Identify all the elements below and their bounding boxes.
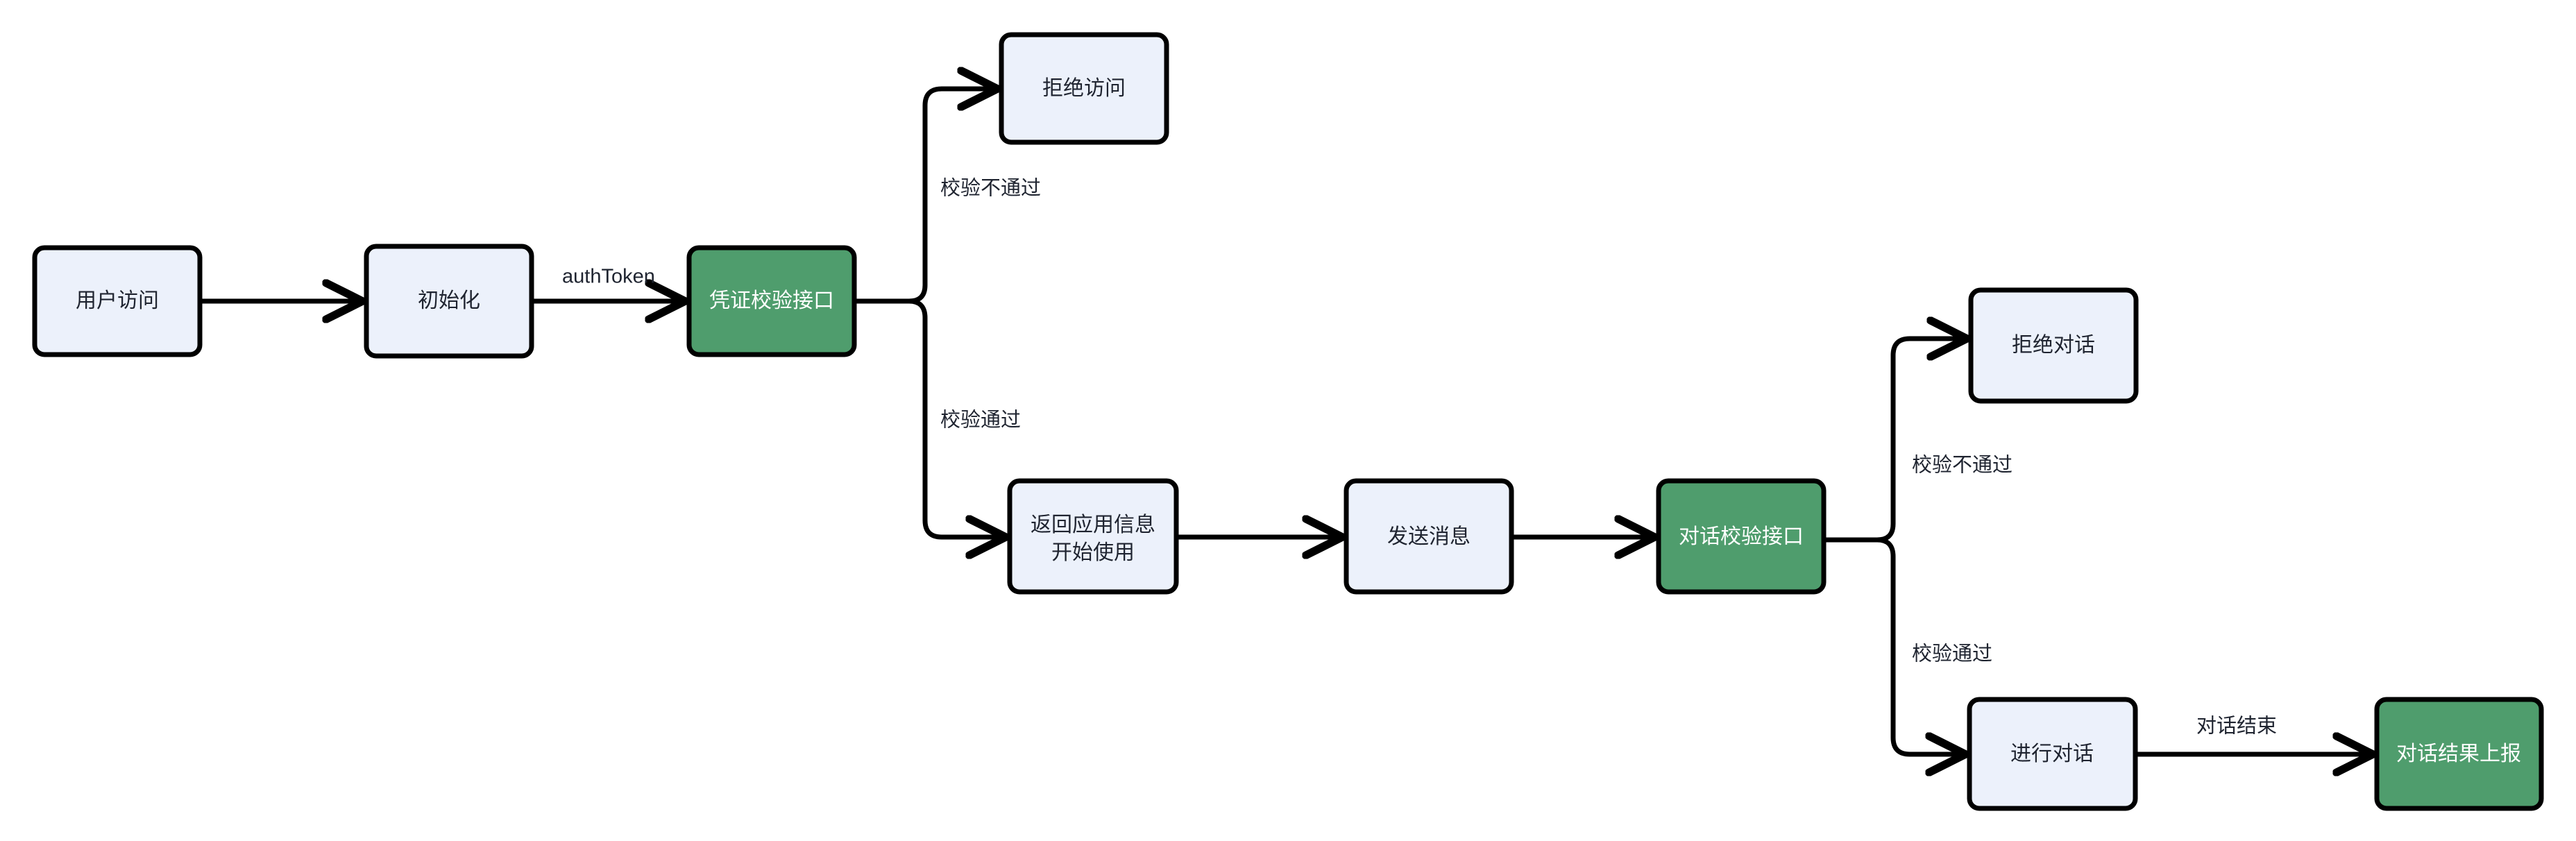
node-deny-access-label: 拒绝访问 xyxy=(1042,77,1126,100)
nodes-layer: 用户访问 初始化 凭证校验接口 拒绝访问 返回应用信息 开始使用 xyxy=(32,32,2544,811)
node-credential-validation-api-label: 凭证校验接口 xyxy=(709,289,834,312)
edge-label-auth-token: authToken xyxy=(562,266,655,288)
node-deny-access[interactable]: 拒绝访问 xyxy=(999,32,1169,145)
edge-junction2-to-do-dialog xyxy=(1876,537,1962,754)
node-user-access-label: 用户访问 xyxy=(76,289,159,312)
node-report-dialogue-result-shape[interactable] xyxy=(2374,697,2544,811)
node-return-app-info-label-line2: 开始使用 xyxy=(1051,541,1135,564)
node-return-app-info-label-line1: 返回应用信息 xyxy=(1031,513,1155,536)
node-return-app-info[interactable]: 返回应用信息 开始使用 xyxy=(1007,478,1179,595)
node-init-label: 初始化 xyxy=(418,289,480,312)
node-send-message-shape[interactable] xyxy=(1344,478,1514,595)
edge-label-dialogue-failed: 校验不通过 xyxy=(1912,454,2012,477)
node-user-access-shape[interactable] xyxy=(32,245,203,357)
node-reject-dialogue-label: 拒绝对话 xyxy=(2012,334,2095,357)
node-send-message[interactable]: 发送消息 xyxy=(1344,478,1514,595)
node-conduct-dialogue[interactable]: 进行对话 xyxy=(1967,697,2138,811)
node-user-access[interactable]: 用户访问 xyxy=(32,245,203,357)
node-dialogue-validation-api-shape[interactable] xyxy=(1656,478,1827,595)
edge-junction-to-return-info xyxy=(908,298,1002,537)
node-send-message-label: 发送消息 xyxy=(1387,525,1471,548)
node-reject-dialogue[interactable]: 拒绝对话 xyxy=(1968,287,2139,404)
node-deny-access-shape[interactable] xyxy=(999,32,1169,145)
node-report-dialogue-result[interactable]: 对话结果上报 xyxy=(2374,697,2544,811)
edge-labels-layer: authToken 校验不通过 校验通过 校验不通过 校验通过 对话结束 xyxy=(562,177,2277,738)
node-report-dialogue-result-label: 对话结果上报 xyxy=(2396,742,2521,765)
node-conduct-dialogue-shape[interactable] xyxy=(1967,697,2138,811)
node-reject-dialogue-shape[interactable] xyxy=(1968,287,2139,404)
edge-junction2-to-reject-dialog xyxy=(1876,339,1963,543)
node-init[interactable]: 初始化 xyxy=(364,244,534,359)
edge-label-credential-failed: 校验不通过 xyxy=(940,177,1041,200)
node-return-app-info-shape[interactable] xyxy=(1007,478,1179,595)
edge-label-credential-passed: 校验通过 xyxy=(940,409,1021,432)
edge-junction-to-deny-access xyxy=(908,89,994,304)
node-init-shape[interactable] xyxy=(364,244,534,359)
edges-layer xyxy=(200,89,2369,754)
node-conduct-dialogue-label: 进行对话 xyxy=(2010,742,2094,765)
node-credential-validation-api[interactable]: 凭证校验接口 xyxy=(686,245,857,357)
node-dialogue-validation-api-label: 对话校验接口 xyxy=(1679,525,1804,548)
node-dialogue-validation-api[interactable]: 对话校验接口 xyxy=(1656,478,1827,595)
node-credential-validation-api-shape[interactable] xyxy=(686,245,857,357)
edge-label-dialogue-end: 对话结束 xyxy=(2196,715,2277,738)
edge-label-dialogue-passed: 校验通过 xyxy=(1912,643,1992,665)
